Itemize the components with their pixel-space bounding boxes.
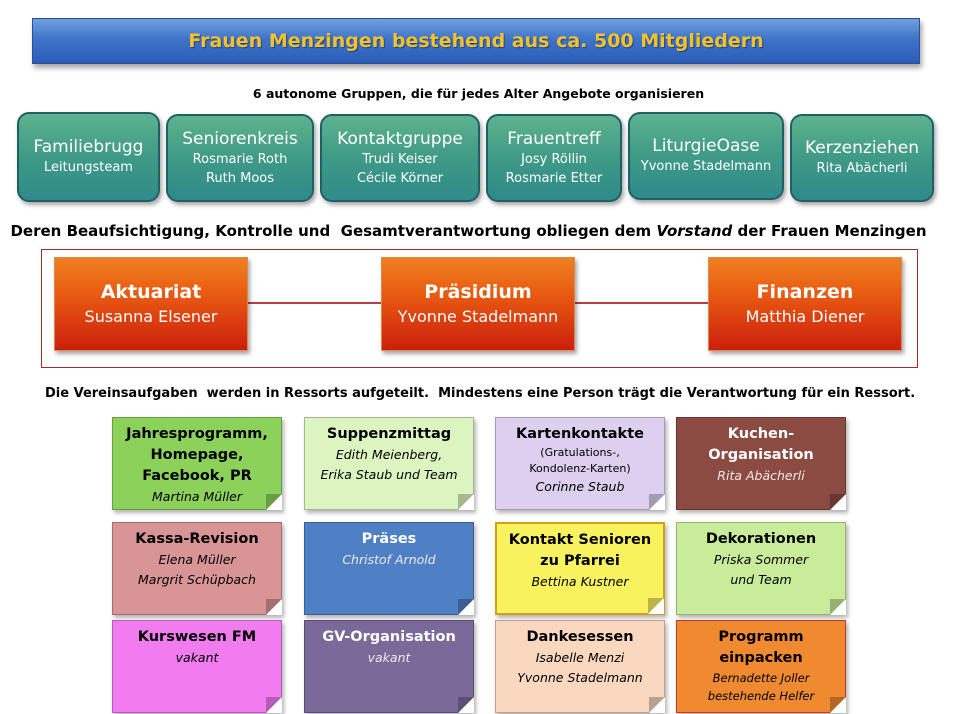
group-name: Seniorenkreis bbox=[182, 128, 298, 149]
ressort-person: Erika Staub und Team bbox=[320, 467, 458, 482]
ressort-title: GV-Organisation bbox=[322, 629, 456, 645]
ressort-title: Jahresprogramm, bbox=[126, 426, 268, 442]
ressort-person: vakant bbox=[175, 650, 219, 665]
board-frame bbox=[41, 249, 918, 368]
group-person: Leitungsteam bbox=[44, 160, 133, 175]
ressort-note: GV-Organisation vakant bbox=[304, 620, 474, 713]
board-role: Aktuariat bbox=[100, 281, 202, 303]
ressort-title: Präses bbox=[361, 531, 417, 547]
board-heading: Deren Beaufsichtigung, Kontrolle und Ges… bbox=[0, 222, 937, 240]
ressort-title: Kuchen- bbox=[727, 426, 795, 442]
ressorts-heading: Die Vereinsaufgaben werden in Ressorts a… bbox=[45, 386, 916, 401]
ressort-person: bestehende Helfer bbox=[707, 689, 815, 703]
ressort-person: Christof Arnold bbox=[342, 552, 436, 567]
ressort-subtitle: (Gratulations-, bbox=[540, 446, 620, 459]
ressort-title: Kassa-Revision bbox=[135, 531, 259, 547]
group-person: Cécile Körner bbox=[356, 170, 444, 186]
board-connector-left bbox=[248, 302, 381, 304]
group-name: LiturgieOase bbox=[652, 136, 760, 156]
ressort-title: Kontakt Senioren bbox=[508, 532, 652, 548]
ressort-title: zu Pfarrei bbox=[540, 553, 620, 569]
group-person: Yvonne Stadelmann bbox=[640, 159, 772, 174]
board-person: Yvonne Stadelmann bbox=[397, 307, 559, 326]
group-person: Trudi Keiser bbox=[362, 151, 438, 167]
ressort-title: Dankesessen bbox=[526, 629, 634, 645]
ressort-title: Kartenkontakte bbox=[516, 426, 644, 442]
board-role: Finanzen bbox=[756, 281, 854, 303]
board-heading-italic: Vorstand bbox=[656, 222, 733, 240]
ressort-note: Jahresprogramm, Homepage, Facebook, PR Mart… bbox=[112, 417, 282, 510]
ressort-title: Suppenzmittag bbox=[326, 426, 452, 442]
ressort-note: Kartenkontakte (Gratulations-, Kondolenz-K… bbox=[495, 417, 665, 510]
ressort-title: Homepage, bbox=[150, 447, 244, 463]
ressort-title: Dekorationen bbox=[705, 531, 817, 547]
group-person: Rita Abächerli bbox=[816, 161, 908, 176]
ressort-person: Corinne Staub bbox=[535, 479, 625, 494]
ressort-title: Facebook, PR bbox=[142, 468, 252, 484]
board-connector-right bbox=[575, 302, 708, 304]
board-person: Matthia Diener bbox=[745, 307, 865, 326]
ressort-person: Edith Meienberg, bbox=[335, 447, 443, 462]
title-banner: Frauen Menzingen bestehend aus ca. 500 M… bbox=[32, 18, 920, 64]
board-role: Präsidium bbox=[424, 281, 532, 303]
group-name: Frauentreff bbox=[507, 128, 601, 149]
group-name: Kontaktgruppe bbox=[337, 128, 463, 149]
ressort-subtitle: Kondolenz-Karten) bbox=[529, 462, 631, 475]
ressort-note: Kurswesen FM vakant bbox=[112, 620, 282, 713]
page-title: Frauen Menzingen bestehend aus ca. 500 M… bbox=[188, 30, 764, 52]
ressort-person: Martina Müller bbox=[152, 489, 242, 504]
ressort-person: Isabelle Menzi bbox=[535, 650, 625, 665]
group-name: Familiebrugg bbox=[33, 137, 144, 157]
ressort-person: Elena Müller bbox=[158, 552, 236, 567]
group-name: Kerzenziehen bbox=[804, 138, 920, 158]
board-person: Susanna Elsener bbox=[84, 307, 218, 326]
group-person: Rosmarie Etter bbox=[505, 170, 603, 186]
ressort-title: Programm bbox=[718, 629, 804, 645]
board-heading-part1: Deren Beaufsichtigung, Kontrolle und Ges… bbox=[10, 222, 657, 240]
ressort-person: Bernadette Joller bbox=[712, 671, 810, 685]
ressort-person: Margrit Schüpbach bbox=[138, 572, 256, 587]
ressort-title: einpacken bbox=[719, 650, 803, 666]
ressort-person: Yvonne Stadelmann bbox=[517, 670, 643, 685]
ressort-person: und Team bbox=[730, 572, 792, 587]
ressort-person: Rita Abächerli bbox=[717, 468, 805, 483]
group-person: Josy Röllin bbox=[521, 151, 587, 167]
board-heading-part2: der Frauen Menzingen bbox=[732, 222, 927, 240]
groups-heading: 6 autonome Gruppen, die für jedes Alter … bbox=[252, 86, 705, 101]
group-person: Rosmarie Roth bbox=[192, 151, 288, 167]
group-person: Ruth Moos bbox=[205, 170, 275, 186]
ressort-person: Priska Sommer bbox=[713, 552, 809, 567]
ressort-person: vakant bbox=[367, 650, 411, 665]
ressort-title: Organisation bbox=[708, 447, 814, 463]
ressort-person: Bettina Kustner bbox=[531, 574, 629, 589]
ressort-title: Kurswesen FM bbox=[137, 629, 257, 645]
